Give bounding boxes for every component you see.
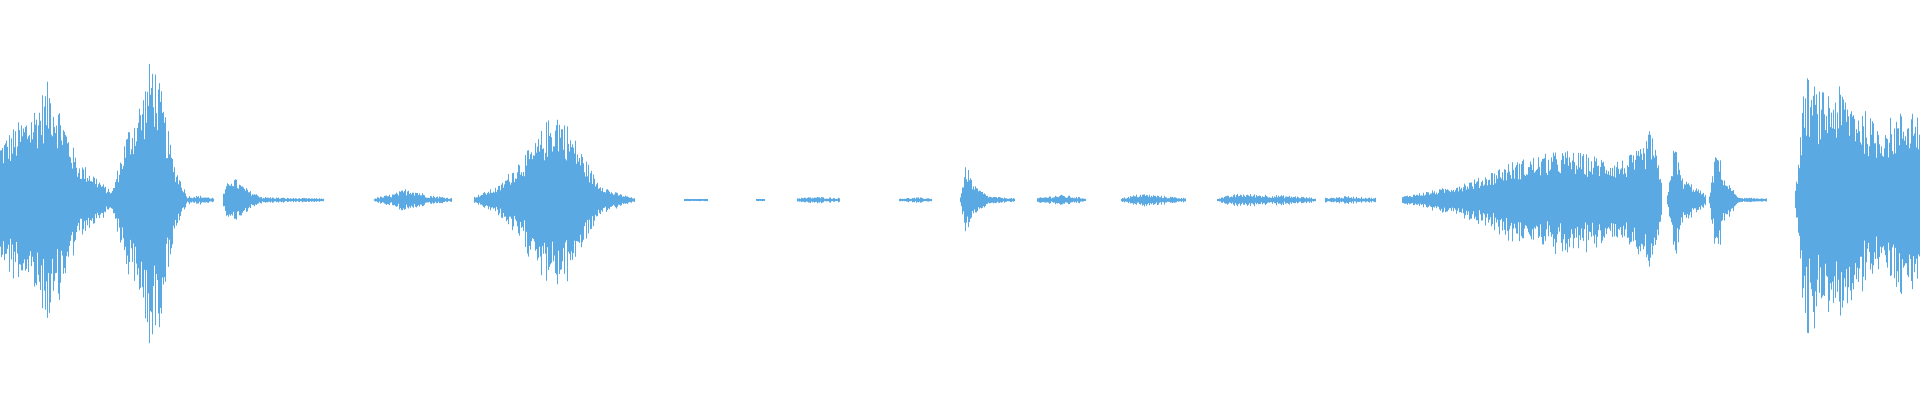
- waveform-segment-0: [0, 81, 112, 318]
- waveform-segment-9: [797, 197, 840, 204]
- waveform-segment-17: [1667, 150, 1706, 254]
- waveform-segment-7: [684, 198, 708, 202]
- waveform-segments: [0, 63, 1920, 344]
- waveform-segment-3: [223, 179, 262, 220]
- waveform-segment-1: [111, 63, 187, 344]
- waveform-segment-13: [1121, 194, 1186, 207]
- waveform-segment-12: [1037, 194, 1086, 205]
- waveform-segment-19: [1738, 197, 1767, 203]
- waveform-segment-14: [1217, 193, 1316, 207]
- waveform-segment-4: [261, 197, 324, 203]
- waveform-segment-5: [374, 189, 452, 211]
- waveform-segment-11: [960, 167, 1015, 232]
- waveform-segment-6: [474, 119, 635, 285]
- waveform-segment-18: [1709, 157, 1739, 245]
- waveform-segment-2: [186, 195, 214, 205]
- waveform-segment-10: [899, 197, 932, 203]
- waveform-segment-8: [756, 198, 765, 202]
- waveform-segment-16: [1402, 131, 1662, 267]
- waveform-segment-20: [1795, 78, 1920, 334]
- waveform-segment-15: [1325, 196, 1376, 204]
